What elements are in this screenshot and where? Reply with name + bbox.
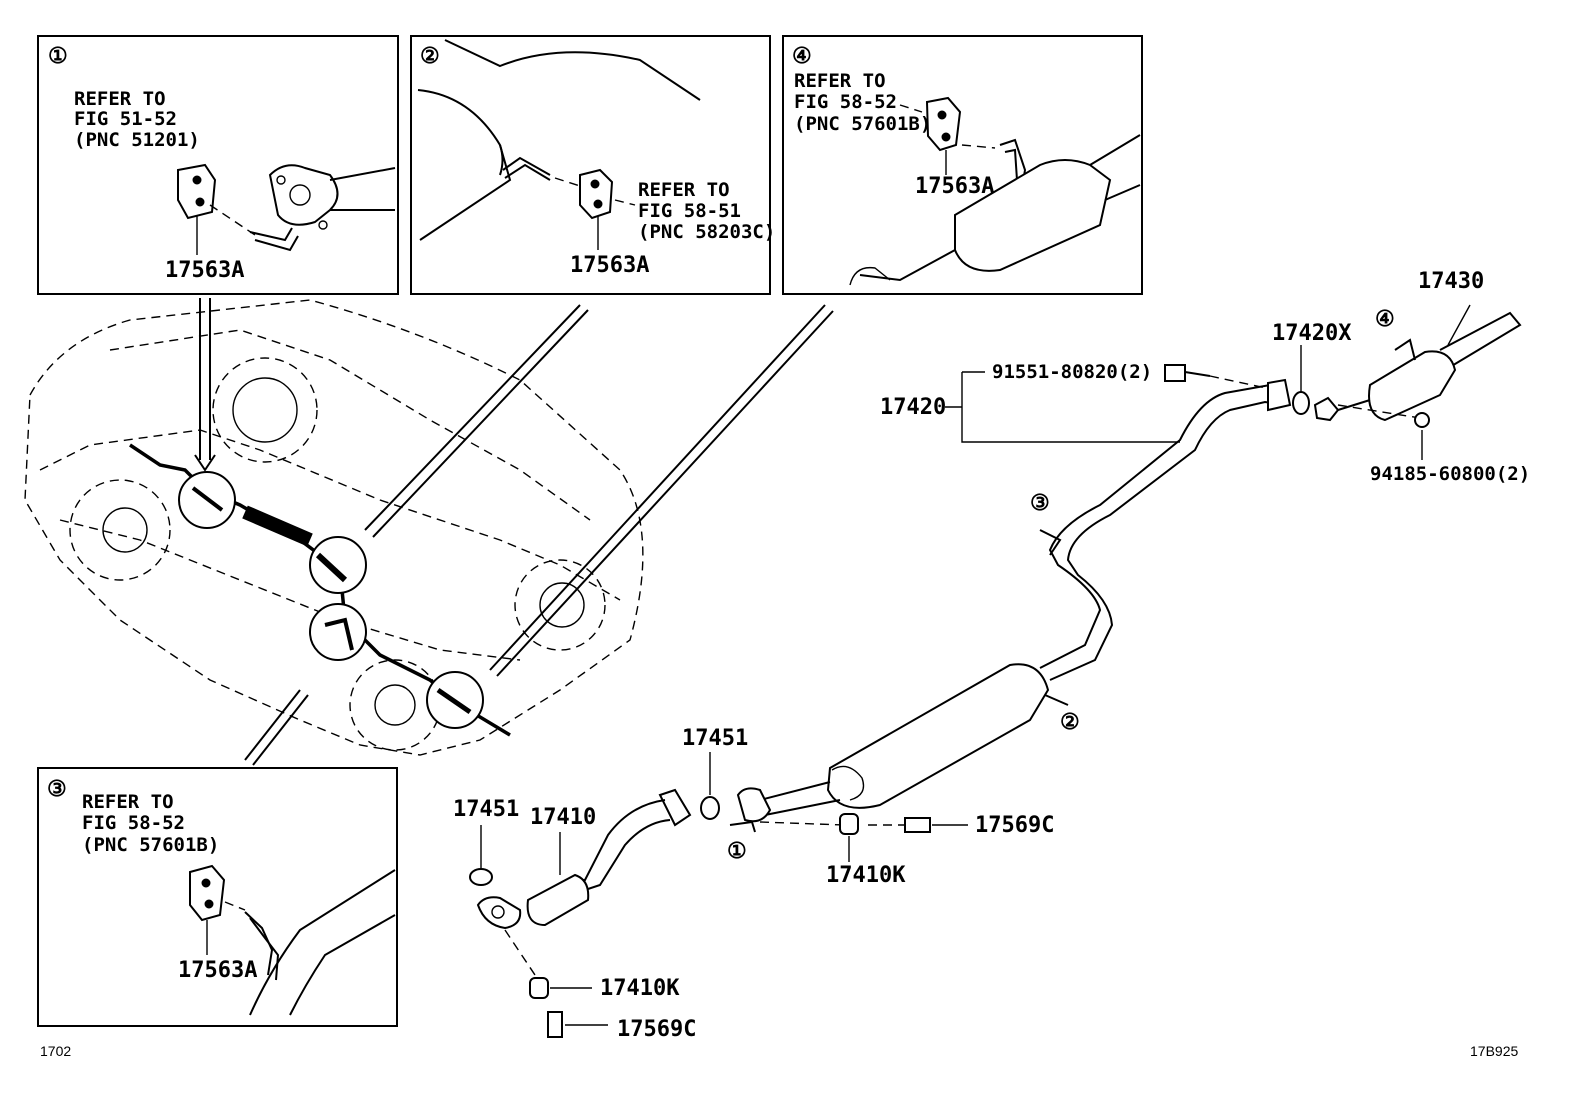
callout-circle-2 bbox=[309, 536, 367, 594]
inset-2-refer-line3: (PNC 58203C) bbox=[638, 221, 775, 243]
muffler-inlet-flange bbox=[736, 787, 772, 823]
inset-4-marker: ④ bbox=[792, 44, 812, 69]
inset-3-refer-line3: (PNC 57601B) bbox=[82, 834, 219, 856]
inset-2-marker: ② bbox=[420, 44, 440, 69]
label-17430: 17430 bbox=[1418, 269, 1484, 294]
inset-2-refer-line2: FIG 58-51 bbox=[638, 200, 741, 222]
inset-4-refer-line3: (PNC 57601B) bbox=[794, 113, 931, 135]
label-17451-upper: 17451 bbox=[682, 726, 748, 751]
callout-4-label: ④ bbox=[1375, 307, 1395, 332]
label-17410: 17410 bbox=[530, 805, 596, 830]
inset-2-part-label: 17563A bbox=[570, 253, 649, 278]
inset-1: ① REFER TO FIG 51-52 (PNC 51201) 17563A bbox=[37, 35, 399, 295]
label-17569C-lower: 17569C bbox=[617, 1017, 696, 1042]
label-17420X: 17420X bbox=[1272, 321, 1351, 346]
gasket-17451-lower bbox=[469, 868, 493, 886]
flange bbox=[268, 164, 339, 226]
exhaust-assembly: 17430 ④ 17420X 94185-60800(2) 91551-8082… bbox=[453, 269, 1530, 1042]
spring-17410K-lower bbox=[529, 977, 549, 999]
label-94185: 94185-60800(2) bbox=[1370, 463, 1530, 485]
inset-1-refer-line3: (PNC 51201) bbox=[74, 129, 200, 151]
inset-3-part-label: 17563A bbox=[178, 958, 257, 983]
spring-17410K-upper bbox=[839, 813, 859, 835]
bolt-91551 bbox=[1164, 364, 1186, 382]
inset-3-refer-line1: REFER TO bbox=[82, 791, 174, 813]
callout-2-label: ② bbox=[1060, 710, 1080, 735]
rubber-hanger bbox=[177, 163, 217, 220]
front-catalytic-converter bbox=[526, 873, 590, 927]
label-17451-lower: 17451 bbox=[453, 797, 519, 822]
label-17410K-upper: 17410K bbox=[826, 863, 906, 888]
footer-right-code: 17B925 bbox=[1470, 1043, 1518, 1059]
tailpipe bbox=[1439, 311, 1522, 371]
inset-4: ④ REFER TO FIG 58-52 (PNC 57601B) 17563A bbox=[782, 35, 1143, 295]
rubber-hanger bbox=[579, 168, 614, 220]
nut-94185 bbox=[1414, 412, 1430, 428]
bolt-17569C-upper bbox=[904, 817, 931, 833]
gasket-17451-upper bbox=[700, 796, 720, 820]
inset-1-refer-line1: REFER TO bbox=[74, 88, 166, 110]
inset-2-refer-line1: REFER TO bbox=[638, 179, 730, 201]
inset-3-refer-line2: FIG 58-52 bbox=[82, 812, 185, 834]
rubber-hanger bbox=[925, 96, 962, 152]
callout-circle-3 bbox=[309, 603, 367, 661]
gasket-17420X bbox=[1292, 391, 1310, 415]
label-17410K-lower: 17410K bbox=[600, 976, 680, 1001]
car-underbody-view bbox=[24, 298, 834, 766]
rubber-hanger bbox=[189, 864, 226, 922]
inset-2: ② REFER TO FIG 58-51 (PNC 58203C) 17563A bbox=[410, 35, 775, 295]
label-17569C-upper: 17569C bbox=[975, 813, 1054, 838]
inset-4-refer-line1: REFER TO bbox=[794, 70, 886, 92]
label-17420: 17420 bbox=[880, 395, 946, 420]
converter-body bbox=[954, 159, 1112, 272]
main-muffler bbox=[826, 663, 1050, 809]
callout-3-label: ③ bbox=[1030, 491, 1050, 516]
front-pipe-flange bbox=[476, 896, 522, 930]
inset-1-marker: ① bbox=[48, 44, 68, 69]
inset-4-refer-line2: FIG 58-52 bbox=[794, 91, 897, 113]
label-91551: 91551-80820(2) bbox=[992, 361, 1152, 383]
callout-1-label: ① bbox=[727, 839, 747, 864]
inset-3-marker: ③ bbox=[47, 777, 67, 802]
bolt-17569C-lower bbox=[547, 1011, 563, 1038]
inset-4-part-label: 17563A bbox=[915, 174, 994, 199]
inset-1-part-label: 17563A bbox=[165, 258, 244, 283]
inset-3: ③ REFER TO FIG 58-52 (PNC 57601B) 17563A bbox=[37, 767, 398, 1027]
inset-1-refer-line2: FIG 51-52 bbox=[74, 108, 177, 130]
sub-muffler bbox=[1368, 350, 1457, 422]
footer-left-code: 1702 bbox=[40, 1043, 71, 1059]
